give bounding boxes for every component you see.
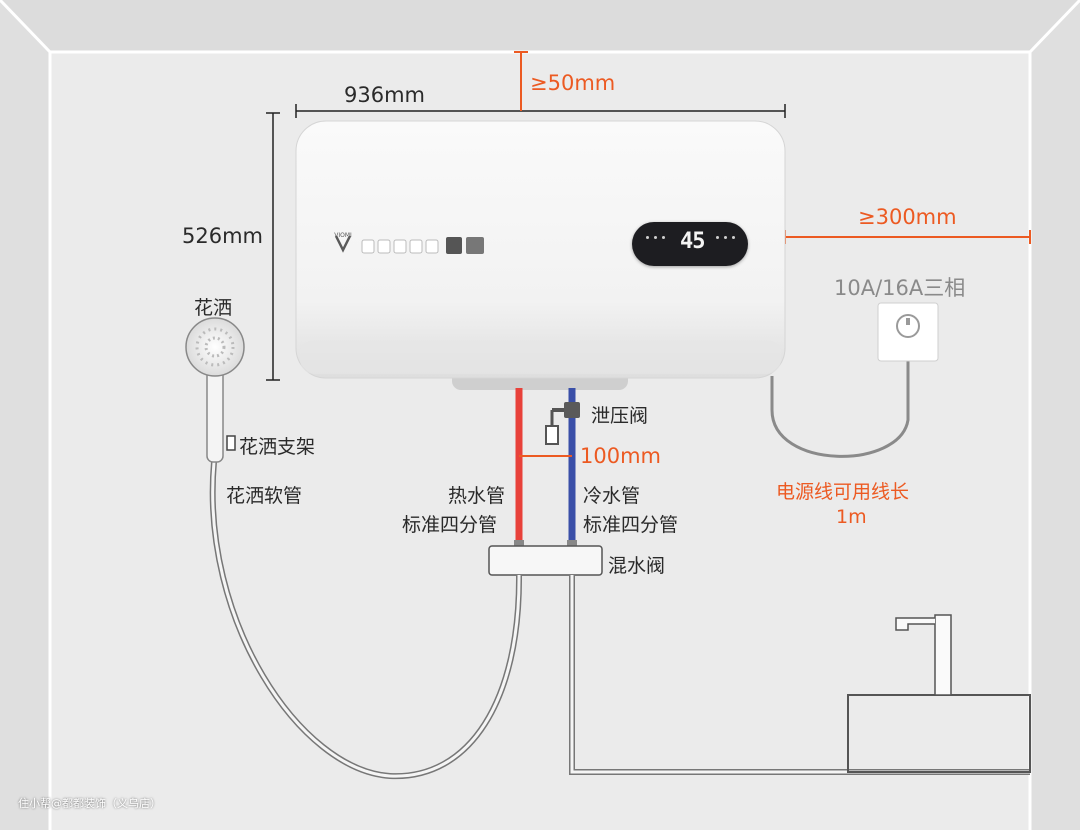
display-dot bbox=[732, 236, 735, 239]
display-dot bbox=[646, 236, 649, 239]
height-label: 526mm bbox=[182, 224, 263, 248]
watermark: 住小帮@都都装饰（义乌店） bbox=[18, 797, 161, 810]
display-dot bbox=[662, 236, 665, 239]
top-clearance-label: ≥50mm bbox=[530, 71, 616, 95]
cord-length-value: 1m bbox=[836, 506, 867, 528]
brand-name: VIOMI bbox=[334, 232, 352, 239]
mixing-valve-label: 混水阀 bbox=[608, 555, 666, 577]
shower-holder-label: 花洒支架 bbox=[239, 436, 316, 458]
mixing-valve-icon bbox=[488, 540, 603, 576]
brand-logo-icon bbox=[334, 235, 352, 253]
display-dot bbox=[716, 236, 719, 239]
temperature-readout: 45 bbox=[680, 229, 705, 254]
display-dot bbox=[654, 236, 657, 239]
width-label: 936mm bbox=[344, 83, 425, 107]
temperature-display: 45 bbox=[632, 222, 748, 266]
pressure-relief-valve-icon bbox=[545, 402, 580, 445]
shower-label: 花洒 bbox=[194, 297, 233, 319]
height-dimension-line bbox=[266, 112, 280, 381]
shower-head-icon bbox=[185, 317, 245, 463]
socket-spec-label: 10A/16A三相 bbox=[834, 276, 966, 300]
faucet-icon bbox=[895, 614, 952, 696]
cold-pipe-label: 冷水管 bbox=[583, 485, 641, 507]
cold-pipe-spec-label: 标准四分管 bbox=[583, 514, 679, 536]
relief-valve-label: 泄压阀 bbox=[591, 405, 649, 427]
wall-socket bbox=[877, 302, 939, 362]
hot-pipe-label: 热水管 bbox=[448, 485, 506, 507]
width-dimension-line bbox=[295, 104, 786, 118]
shower-hose-label: 花洒软管 bbox=[226, 485, 303, 507]
cord-length-label: 电源线可用线长 bbox=[776, 481, 910, 503]
display-dot bbox=[724, 236, 727, 239]
power-cord bbox=[770, 338, 910, 458]
pipe-spacing-label: 100mm bbox=[580, 444, 661, 468]
side-clearance-label: ≥300mm bbox=[858, 205, 957, 229]
water-heater-tank bbox=[295, 120, 786, 390]
hot-pipe-spec-label: 标准四分管 bbox=[402, 514, 498, 536]
top-clearance-line bbox=[514, 51, 528, 111]
control-buttons bbox=[361, 237, 484, 254]
